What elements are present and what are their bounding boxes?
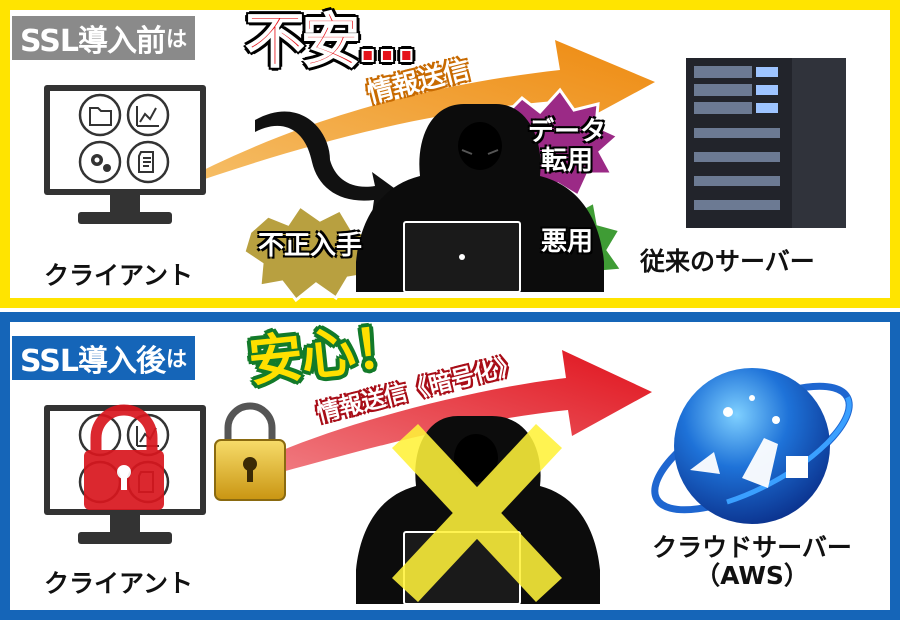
badge-before-suffix: は xyxy=(165,27,187,51)
client-label-after: クライアント xyxy=(44,569,194,598)
gear-icon xyxy=(91,154,111,172)
hacker-icon xyxy=(356,104,604,293)
server-label-after: クラウドサーバー （AWS） xyxy=(652,533,852,590)
threat-tamper-label: データ 転用 xyxy=(528,117,607,176)
badge-after-text: SSL導入後 xyxy=(20,344,166,379)
client-label-before: クライアント xyxy=(44,261,194,290)
badge-before-ssl: SSL導入前 は xyxy=(12,16,195,60)
blocked-cross-icon xyxy=(392,424,562,602)
relief-heading: 安心！ xyxy=(245,314,411,394)
client-monitor-top xyxy=(44,85,206,224)
chart-icon xyxy=(136,106,159,127)
badge-after-suffix: は xyxy=(165,347,187,371)
intercept-arrow xyxy=(255,111,405,214)
anxiety-heading: 不安… xyxy=(245,7,417,75)
threat-misuse-label: 悪用 xyxy=(541,227,594,257)
server-rack-icon xyxy=(686,58,846,228)
client-monitor-bottom xyxy=(44,404,206,544)
threat-theft-label: 不正入手 xyxy=(258,231,363,261)
badge-before-text: SSL導入前 xyxy=(20,24,166,59)
document-icon xyxy=(138,151,154,173)
padlock-icon xyxy=(214,402,286,501)
badge-after-ssl: SSL導入後 は xyxy=(12,336,195,380)
folder-icon xyxy=(89,107,112,126)
server-label-before: 従来のサーバー xyxy=(640,247,815,276)
aws-globe-icon xyxy=(651,368,853,524)
red-padlock-icon xyxy=(84,404,164,510)
orange-arrow xyxy=(178,40,655,188)
red-arrow xyxy=(278,350,652,472)
